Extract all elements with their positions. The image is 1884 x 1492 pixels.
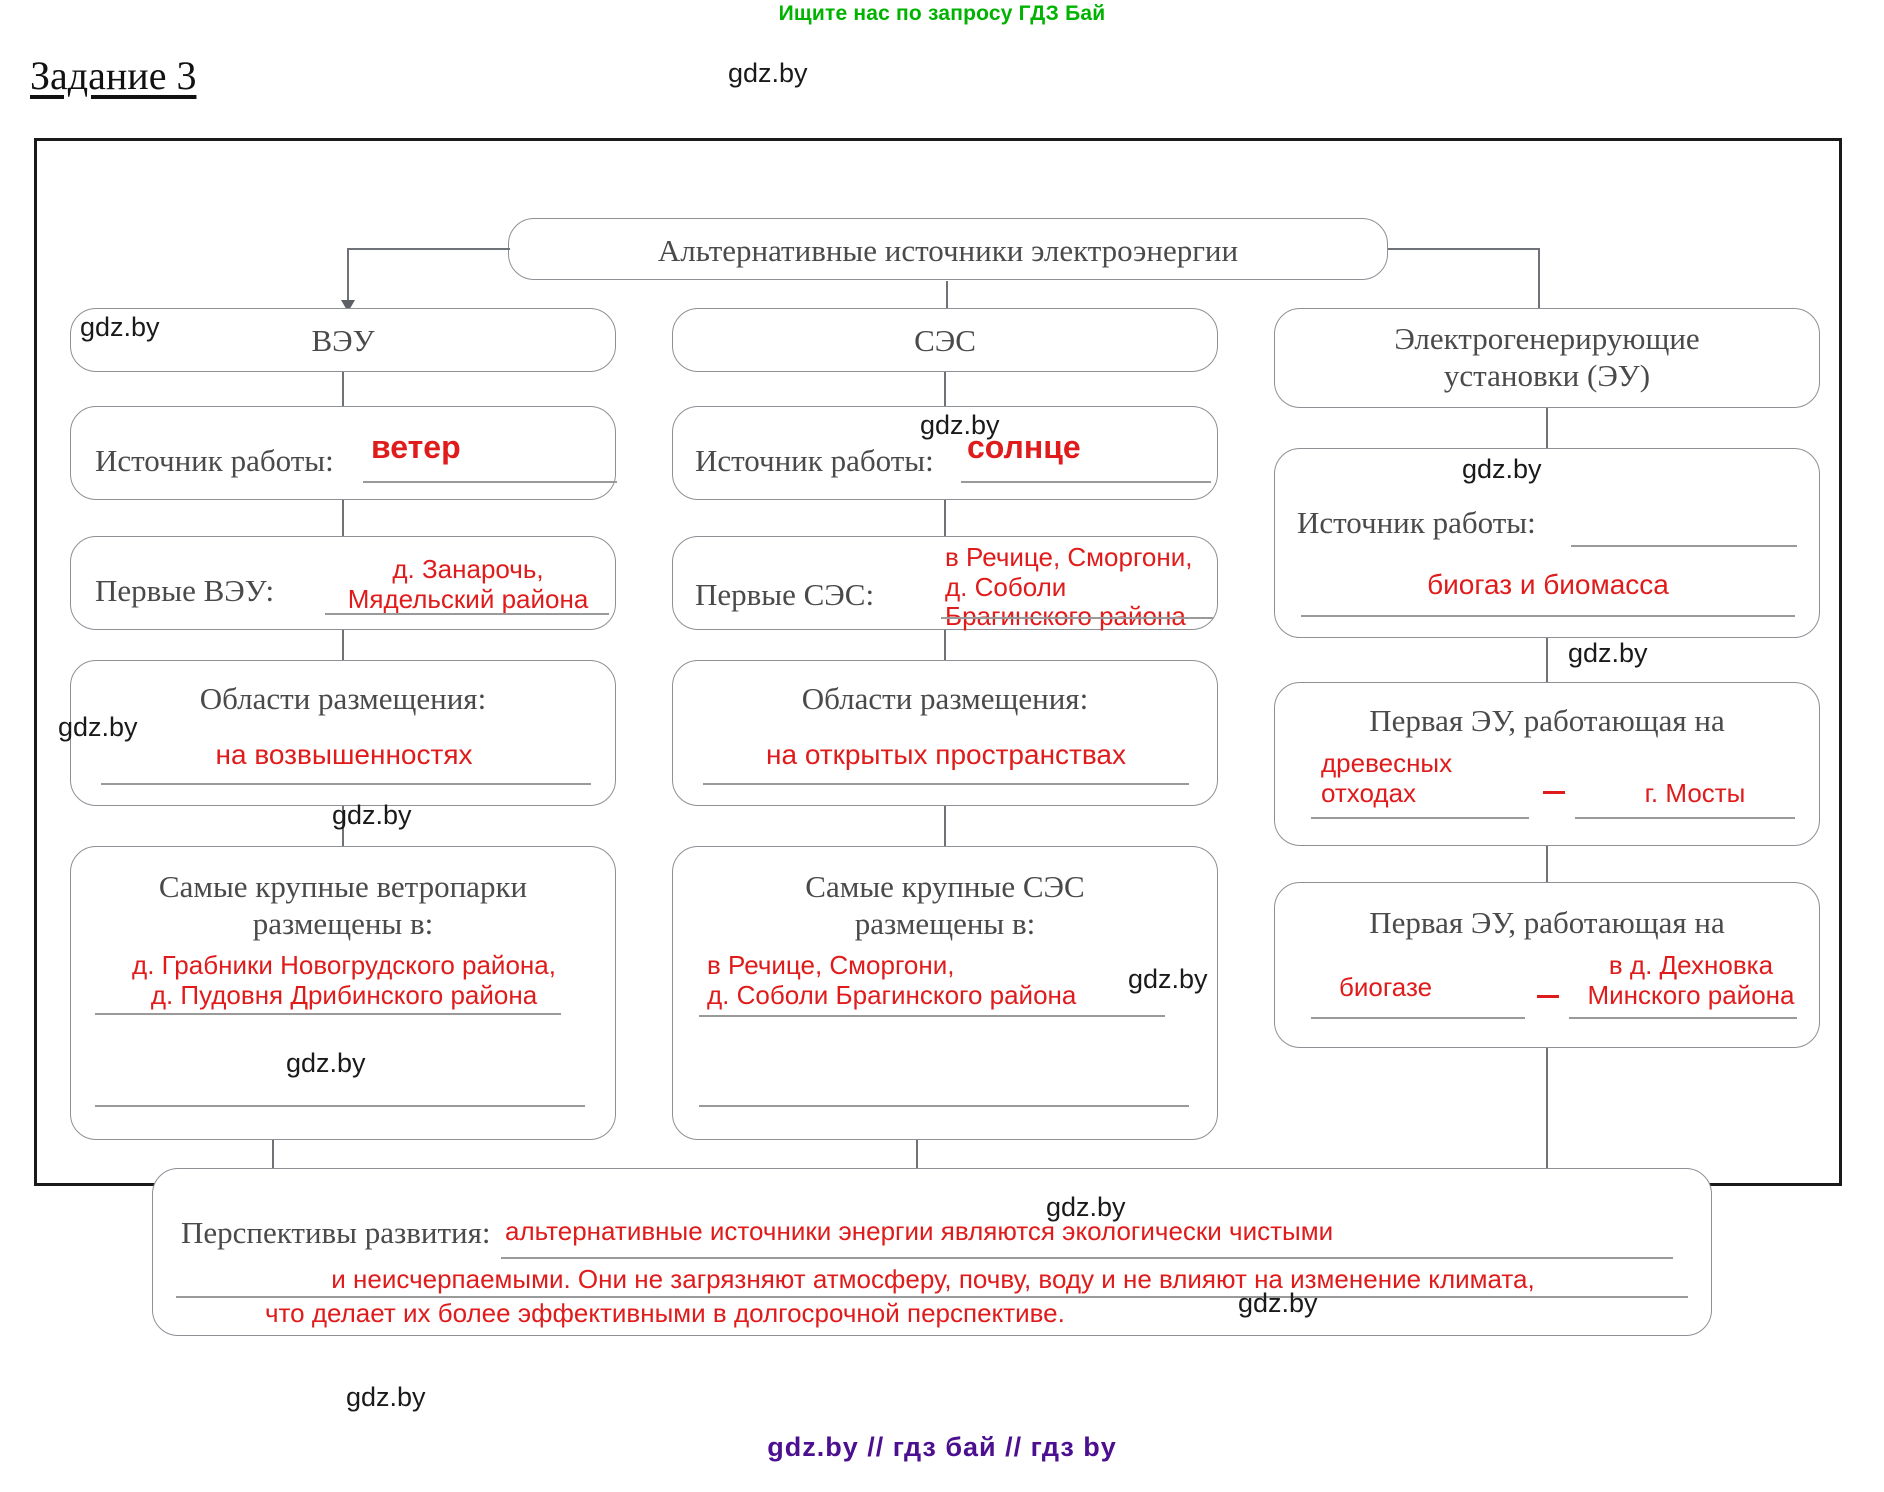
page-title: Задание 3 <box>30 53 197 98</box>
node-eu-first-biogas: Первая ЭУ, работающая на биогазе в д. Де… <box>1274 882 1820 1048</box>
watermark-gdz: gdz.by <box>58 712 138 742</box>
node-root-label: Альтернативные источники электроэнергии <box>657 233 1239 268</box>
dash-separator <box>1543 791 1565 794</box>
answer-ses-first: в Речице, Сморгони, д. Соболи Брагинског… <box>945 542 1193 632</box>
node-ses-source: Источник работы: солнце <box>672 406 1218 500</box>
connector-eu-1 <box>1546 408 1548 448</box>
footer-links: gdz.by // гдз бай // гдз by <box>767 1432 1117 1462</box>
answer-prospects-line1: альтернативные источники энергии являютс… <box>505 1216 1334 1246</box>
dash-separator <box>1537 995 1559 998</box>
connector-eu-2 <box>1546 638 1548 682</box>
node-veu-largest: Самые крупные ветропарки размещены в: д.… <box>70 846 616 1140</box>
node-ses-areas-label: Области размещения: <box>801 681 1089 716</box>
answer-eu-source: биогаз и биомасса <box>1427 569 1669 600</box>
node-ses-areas: Области размещения: на открытых простран… <box>672 660 1218 806</box>
node-veu-heading: ВЭУ <box>70 308 616 372</box>
connector-veu-bottom <box>272 1140 274 1172</box>
node-eu-heading: Электрогенерирующие установки (ЭУ) <box>1274 308 1820 408</box>
connector-veu-2 <box>342 500 344 536</box>
node-veu-first-label: Первые ВЭУ: <box>95 573 275 608</box>
watermark-gdz: gdz.by <box>728 58 808 88</box>
connector-ses-1 <box>944 372 946 406</box>
node-ses-first-label: Первые СЭС: <box>695 577 875 612</box>
watermark-gdz: gdz.by <box>1046 1192 1126 1222</box>
node-eu-first-wood: Первая ЭУ, работающая на древесных отход… <box>1274 682 1820 846</box>
answer-veu-areas: на возвышенностях <box>215 739 473 770</box>
node-veu-source: Источник работы: ветер <box>70 406 617 500</box>
node-veu-heading-label: ВЭУ <box>311 323 375 358</box>
connector-ses-3 <box>944 630 946 660</box>
watermark-gdz: gdz.by <box>1238 1288 1318 1318</box>
node-eu-heading-label: Электрогенерирующие установки (ЭУ) <box>1394 321 1700 393</box>
answer-prospects-line2: и неисчерпаемыми. Они не загрязняют атмо… <box>331 1264 1535 1294</box>
answer-veu-first: д. Занарочь, Мядельский района <box>347 554 589 614</box>
watermark-gdz: gdz.by <box>332 800 412 830</box>
answer-prospects-line3: что делает их более эффективными в долго… <box>265 1298 1065 1328</box>
answer-eu-first-wood-place: г. Мосты <box>1644 778 1746 808</box>
connector-veu-1 <box>342 372 344 406</box>
answer-ses-areas: на открытых пространствах <box>766 739 1126 770</box>
connector-veu-3 <box>342 630 344 660</box>
node-ses-source-label: Источник работы: <box>695 443 934 478</box>
watermark-gdz: gdz.by <box>286 1048 366 1078</box>
watermark-gdz: gdz.by <box>80 312 160 342</box>
node-ses-largest-label: Самые крупные СЭС размещены в: <box>805 869 1085 941</box>
answer-eu-first-biogas: биогазе <box>1339 972 1433 1002</box>
watermark-gdz: gdz.by <box>1568 638 1648 668</box>
node-veu-source-label: Источник работы: <box>95 443 334 478</box>
node-veu-largest-label: Самые крупные ветропарки размещены в: <box>158 869 528 941</box>
node-prospects: Перспективы развития: альтернативные ист… <box>152 1168 1712 1336</box>
connector-ses-4 <box>944 806 946 846</box>
node-veu-areas-label: Области размещения: <box>199 681 487 716</box>
watermark-gdz: gdz.by <box>1128 964 1208 994</box>
connector-root-right-h <box>1388 248 1540 250</box>
node-eu-first-biogas-label: Первая ЭУ, работающая на <box>1369 905 1725 940</box>
connector-ses-bottom <box>916 1140 918 1172</box>
node-ses-first: Первые СЭС: в Речице, Сморгони, д. Собол… <box>672 536 1218 632</box>
node-veu-first: Первые ВЭУ: д. Занарочь, Мядельский райо… <box>70 536 616 630</box>
connector-ses-2 <box>944 500 946 536</box>
connector-root-left-v <box>347 248 349 304</box>
node-ses-heading-label: СЭС <box>914 323 976 358</box>
answer-veu-source: ветер <box>371 429 461 465</box>
node-eu-source: Источник работы: биогаз и биомасса <box>1274 448 1820 638</box>
node-root: Альтернативные источники электроэнергии <box>508 218 1388 280</box>
connector-root-right-v <box>1538 248 1540 318</box>
answer-veu-largest: д. Грабники Новогрудского района, д. Пуд… <box>132 950 556 1010</box>
answer-ses-source: солнце <box>967 429 1081 465</box>
watermark-gdz: gdz.by <box>346 1382 426 1412</box>
connector-root-left-h <box>347 248 510 250</box>
connector-veu-4 <box>342 806 344 846</box>
watermark-gdz: gdz.by <box>920 410 1000 440</box>
watermark-gdz: gdz.by <box>1462 454 1542 484</box>
answer-eu-first-biogas-place: в д. Дехновка Минского района <box>1587 950 1795 1010</box>
answer-eu-first-wood: древесных отходах <box>1321 748 1453 808</box>
node-eu-first-wood-label: Первая ЭУ, работающая на <box>1369 703 1725 738</box>
node-eu-source-label: Источник работы: <box>1297 505 1536 540</box>
node-veu-areas: Области размещения: на возвышенностях <box>70 660 616 806</box>
node-prospects-label: Перспективы развития: <box>181 1215 491 1250</box>
connector-eu-bottom <box>1546 1048 1548 1172</box>
promo-banner: Ищите нас по запросу ГДЗ Бай <box>778 2 1106 25</box>
node-ses-largest: Самые крупные СЭС размещены в: в Речице,… <box>672 846 1218 1140</box>
answer-ses-largest: в Речице, Сморгони, д. Соболи Брагинског… <box>707 950 1077 1010</box>
node-ses-heading: СЭС <box>672 308 1218 372</box>
connector-eu-3 <box>1546 846 1548 882</box>
